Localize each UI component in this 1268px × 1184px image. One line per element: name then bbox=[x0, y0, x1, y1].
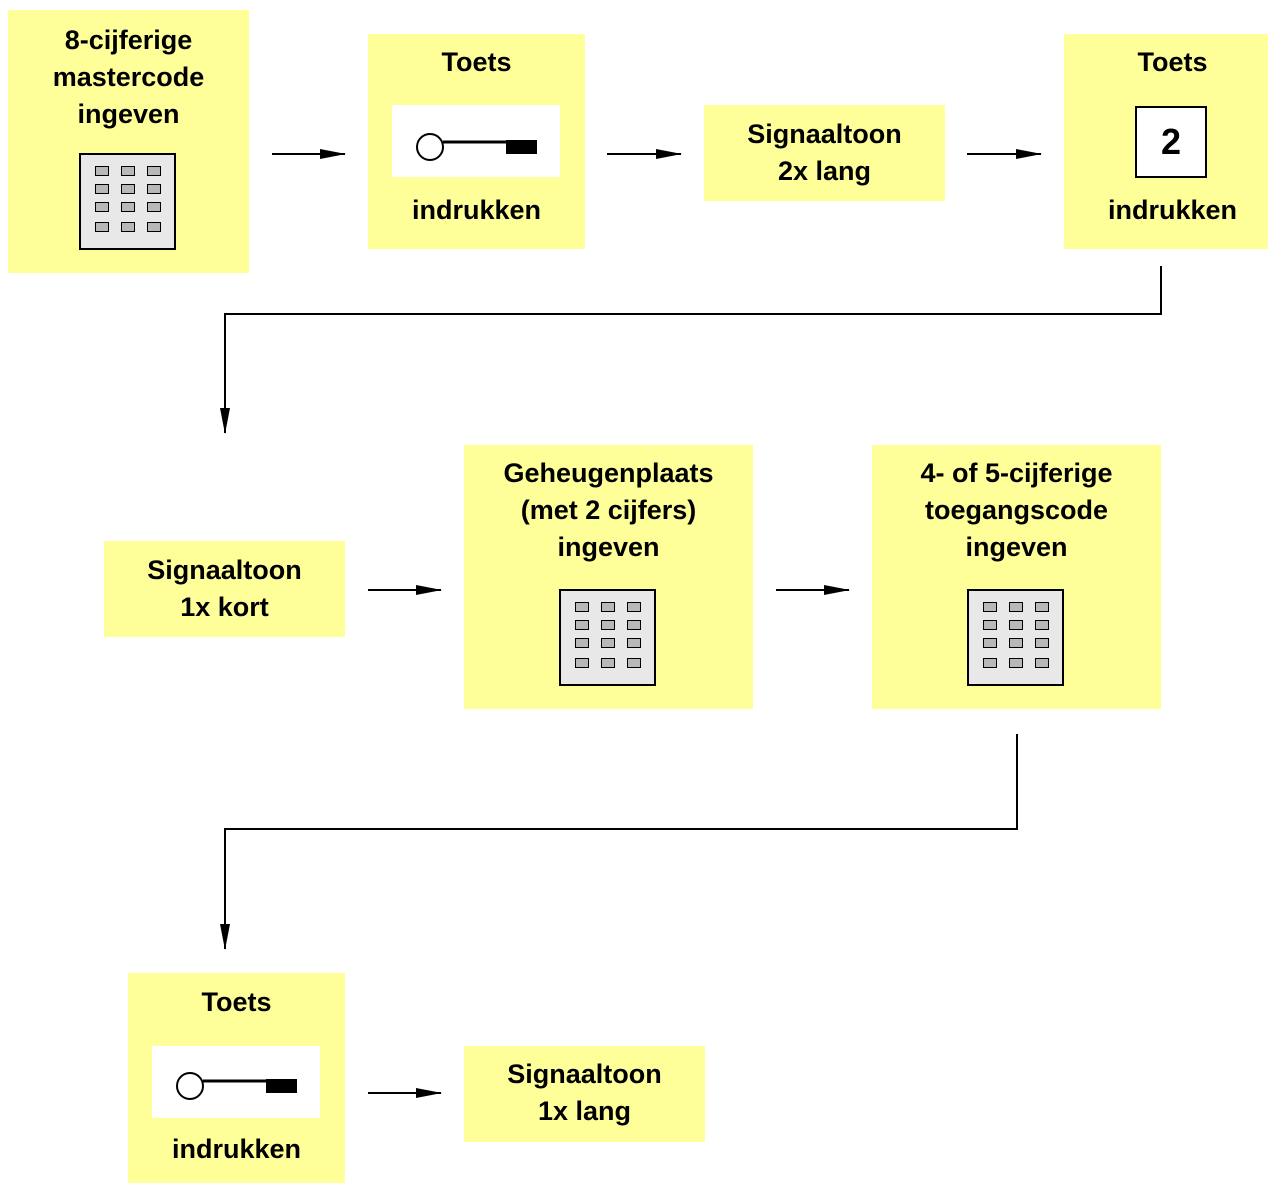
step-label: Signaaltoon 1x lang bbox=[507, 1059, 662, 1126]
keypad-key bbox=[983, 620, 997, 630]
keypad-key bbox=[95, 222, 109, 232]
keypad-key bbox=[627, 638, 641, 648]
step-enter-memory-slot: Geheugenplaats (met 2 cijfers) ingeven bbox=[464, 445, 753, 709]
keypad-key bbox=[95, 184, 109, 194]
keypad-key bbox=[627, 658, 641, 668]
step-enter-access-code: 4- of 5-cijferige toegangscode ingeven bbox=[872, 445, 1161, 709]
keypad-key bbox=[627, 602, 641, 612]
keypad-key bbox=[1035, 620, 1049, 630]
keypad-key bbox=[147, 184, 161, 194]
keypad-key bbox=[627, 620, 641, 630]
keypad-key bbox=[147, 222, 161, 232]
key-symbol-plate bbox=[152, 1046, 320, 1118]
keypad-key bbox=[575, 602, 589, 612]
step-signal-tone-1x-long: Signaaltoon 1x lang bbox=[464, 1046, 705, 1142]
step-signal-tone-2x-long: Signaaltoon 2x lang bbox=[704, 105, 945, 201]
keypad-key bbox=[121, 184, 135, 194]
keypad-key bbox=[121, 166, 135, 176]
keypad-key bbox=[1009, 638, 1023, 648]
step-signal-tone-1x-short: Signaaltoon 1x kort bbox=[104, 541, 345, 637]
step-label: Signaaltoon 1x kort bbox=[147, 555, 302, 622]
keypad-key bbox=[575, 658, 589, 668]
keypad-icon bbox=[967, 589, 1064, 686]
step-footer: indrukken bbox=[411, 195, 542, 225]
step-title: Toets bbox=[441, 47, 512, 77]
step-label: Signaaltoon 2x lang bbox=[747, 119, 902, 186]
keypad-key bbox=[983, 602, 997, 612]
step-label: 8-cijferige mastercode ingeven bbox=[52, 25, 205, 129]
keypad-key bbox=[601, 658, 615, 668]
keypad-key bbox=[1009, 658, 1023, 668]
keypad-key bbox=[983, 638, 997, 648]
keypad-key bbox=[575, 620, 589, 630]
step-press-key-button-final: Toets indrukken bbox=[128, 973, 345, 1183]
keypad-key bbox=[1009, 602, 1023, 612]
keypad-key bbox=[147, 202, 161, 212]
step-label: 4- of 5-cijferige toegangscode ingeven bbox=[920, 458, 1113, 562]
key-symbol-plate bbox=[392, 105, 560, 177]
arrow-press2-to-short-tone bbox=[220, 266, 1162, 434]
keypad-key bbox=[1035, 602, 1049, 612]
keypad-key bbox=[121, 222, 135, 232]
keypad-key bbox=[121, 202, 135, 212]
keypad-key bbox=[95, 166, 109, 176]
key-2-icon: 2 bbox=[1135, 106, 1207, 178]
keypad-key bbox=[95, 202, 109, 212]
step-press-2: Toets 2 indrukken bbox=[1064, 34, 1268, 249]
keypad-key bbox=[1035, 638, 1049, 648]
keypad-key bbox=[575, 638, 589, 648]
step-title: Toets bbox=[201, 987, 272, 1017]
keypad-key bbox=[601, 620, 615, 630]
keypad-key bbox=[1009, 620, 1023, 630]
step-press-key-button: Toets indrukken bbox=[368, 34, 585, 249]
keypad-key bbox=[147, 166, 161, 176]
keypad-key bbox=[601, 638, 615, 648]
step-title: Toets bbox=[1137, 47, 1208, 77]
keypad-key bbox=[1035, 658, 1049, 668]
arrow-access-to-key2 bbox=[220, 734, 1018, 950]
keypad-icon bbox=[79, 153, 176, 250]
key-icon bbox=[176, 1072, 297, 1100]
keypad-icon bbox=[559, 589, 656, 686]
key-icon bbox=[416, 133, 537, 161]
step-footer: indrukken bbox=[171, 1134, 302, 1164]
keypad-key bbox=[601, 602, 615, 612]
step-footer: indrukken bbox=[1107, 195, 1238, 225]
keypad-key bbox=[983, 658, 997, 668]
step-enter-mastercode: 8-cijferige mastercode ingeven bbox=[8, 10, 249, 273]
step-label: Geheugenplaats (met 2 cijfers) ingeven bbox=[503, 458, 714, 562]
